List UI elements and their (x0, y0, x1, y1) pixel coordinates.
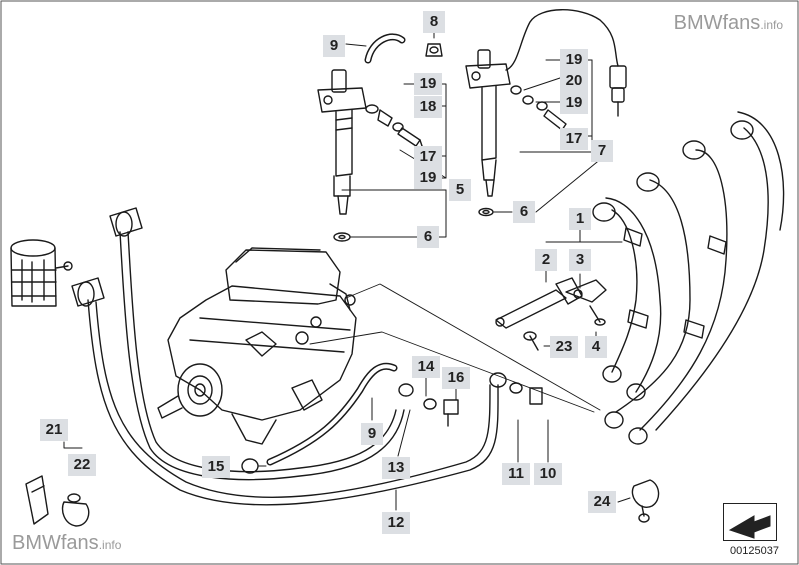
leader-lines-pump-drawing (309, 283, 601, 413)
part-label[interactable]: 18 (414, 96, 442, 118)
fuel-line-left-drawing (119, 231, 405, 481)
arrow-icon (728, 515, 771, 539)
injection-pump-drawing (157, 247, 357, 445)
part-label[interactable]: 20 (560, 70, 588, 92)
part-label[interactable]: 6 (417, 226, 439, 248)
fuel-filter-drawing (10, 239, 73, 307)
hose-9-top-drawing (364, 33, 443, 64)
watermark-top-main: BMWfans (673, 12, 761, 34)
part-label[interactable]: 17 (560, 128, 588, 150)
part-label[interactable]: 19 (414, 167, 442, 189)
part-label[interactable]: 15 (202, 456, 230, 478)
clamp-parts-right-drawing (510, 85, 567, 131)
fuel-line-12-drawing (87, 299, 499, 506)
part-label[interactable]: 9 (361, 423, 383, 445)
part-label[interactable]: 11 (502, 463, 530, 485)
part-label[interactable]: 4 (585, 336, 607, 358)
part-label[interactable]: 19 (414, 73, 442, 95)
injector-left-drawing (317, 69, 367, 215)
clamp-24-drawing (631, 479, 660, 523)
part-label[interactable]: 1 (569, 208, 591, 230)
part-label[interactable]: 3 (569, 249, 591, 271)
part-label[interactable]: 14 (412, 356, 440, 378)
part-label[interactable]: 10 (534, 463, 562, 485)
clip-21-drawing (25, 475, 49, 525)
part-label[interactable]: 9 (323, 35, 345, 57)
part-label[interactable]: 7 (591, 140, 613, 162)
part-label[interactable]: 21 (40, 419, 68, 441)
part-label[interactable]: 6 (513, 201, 535, 223)
part-label[interactable]: 12 (382, 512, 410, 534)
part-label[interactable]: 24 (588, 491, 616, 513)
high-pressure-pipes-drawing (592, 111, 785, 445)
watermark-top-suffix: .info (760, 18, 783, 32)
banjo-bolt-parts-drawing (241, 372, 543, 474)
seal-left-drawing (333, 232, 351, 242)
watermark-bottom-suffix: .info (98, 538, 122, 552)
next-page-nav-box[interactable] (723, 503, 777, 541)
part-label[interactable]: 17 (414, 146, 442, 168)
clip-22-drawing (61, 493, 90, 527)
injector-right-drawing (465, 49, 511, 217)
watermark-bottom: BMWfans.info (12, 532, 121, 555)
part-label[interactable]: 16 (442, 367, 470, 389)
return-hose-9-drawing (266, 362, 398, 466)
part-label[interactable]: 22 (68, 454, 96, 476)
part-label[interactable]: 13 (382, 457, 410, 479)
part-label[interactable]: 19 (560, 49, 588, 71)
sensor-wire-drawing (505, 9, 627, 117)
bracket-drawing (495, 277, 607, 351)
watermark-top: BMWfans.info (674, 12, 783, 35)
part-label[interactable]: 2 (535, 249, 557, 271)
watermark-bottom-main: BMWfans (12, 532, 99, 554)
hose-connectors-drawing (71, 207, 143, 307)
diagram-id: 00125037 (730, 545, 779, 557)
part-label[interactable]: 23 (550, 336, 578, 358)
part-label[interactable]: 8 (423, 11, 445, 33)
part-label[interactable]: 5 (449, 179, 471, 201)
part-label[interactable]: 19 (560, 92, 588, 114)
